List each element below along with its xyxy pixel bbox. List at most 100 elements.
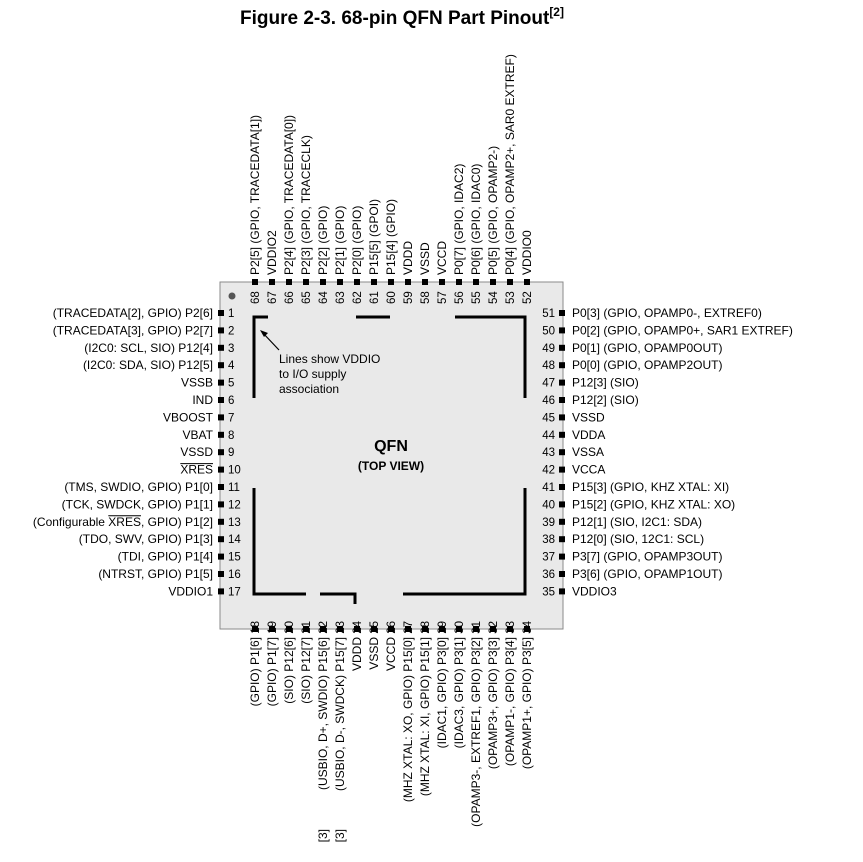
pin-label: VBAT <box>183 428 214 442</box>
vddio0-line <box>455 315 527 398</box>
pin-pad <box>559 536 565 543</box>
pin-pad <box>218 536 224 543</box>
pin-number: 36 <box>542 569 555 581</box>
pin-pad <box>269 279 275 285</box>
pin-number: 30 <box>454 621 466 634</box>
pin-label: (TMS, SWDIO, GPIO) P1[0] <box>64 480 213 494</box>
pin-label: VDDD <box>350 637 364 671</box>
pin-number: 23 <box>335 621 347 634</box>
chip-sublabel: (TOP VIEW) <box>358 459 424 473</box>
pin-31: 31(OPAMP3-, EXTREF1, GPIO) P3[2] <box>469 621 483 827</box>
pin-pad <box>388 279 394 285</box>
pin-15: 15(TDI, GPIO) P1[4] <box>118 550 241 564</box>
pin-number: 17 <box>228 586 241 598</box>
pin-number: 14 <box>228 534 241 546</box>
annotation-arrowhead <box>260 330 268 337</box>
pin-number: 46 <box>542 395 555 407</box>
left-pins: 1(TRACEDATA[2], GPIO) P2[6]2(TRACEDATA[3… <box>33 306 241 598</box>
pin-number: 56 <box>454 291 466 304</box>
pin-label: VBOOST <box>163 410 214 424</box>
pin-pad <box>559 414 565 421</box>
pin-18: 18(GPIO) P1[6] <box>248 621 262 706</box>
pin-number: 9 <box>228 447 234 459</box>
pin-label: (IDAC1, GPIO) P3[0] <box>435 637 449 748</box>
pin-pad <box>439 279 445 285</box>
pin-pad <box>218 553 224 560</box>
pin-pad <box>490 626 496 632</box>
pin-32: 32(OPAMP3+, GPIO) P3[3] <box>486 621 500 769</box>
pin-number: 1 <box>228 308 234 320</box>
pin-1: 1(TRACEDATA[2], GPIO) P2[6] <box>53 306 235 320</box>
pin-number: 39 <box>542 517 555 529</box>
pin-label: (TRACEDATA[3], GPIO) P2[7] <box>53 323 213 337</box>
pin-number: 6 <box>228 395 234 407</box>
pin-pad <box>337 279 343 285</box>
pin-number: 48 <box>542 360 555 372</box>
pin-label: P3[7] (GPIO, OPAMP3OUT) <box>572 550 722 564</box>
vddio2-line <box>252 315 268 398</box>
pin-pad <box>337 626 343 632</box>
pin-pad <box>559 327 565 334</box>
pin-4: 4(I2C0: SDA, SIO) P12[5] <box>83 358 235 372</box>
pin-pad <box>218 431 224 438</box>
pin-pad <box>473 279 479 285</box>
pin-pad <box>218 379 224 386</box>
pin-pad <box>286 279 292 285</box>
annotation-callout: Lines show VDDIO to I/O supply associati… <box>260 330 380 396</box>
pin-pad <box>456 279 462 285</box>
pin-label: (OPAMP1-, GPIO) P3[4] <box>503 637 517 766</box>
pin-pad <box>303 279 309 285</box>
pin-label: P2[5] (GPIO, TRACEDATA[1]) <box>248 115 262 275</box>
pin-pad <box>252 279 258 285</box>
pin-number: 40 <box>542 499 555 511</box>
pin-number: 53 <box>505 291 517 304</box>
pin-pad <box>422 279 428 285</box>
pin-label: (SIO) P12[6] <box>282 637 296 704</box>
pin-number: 50 <box>542 325 555 337</box>
pin-pad <box>559 571 565 577</box>
pin-number: 63 <box>335 291 347 304</box>
pin-3: 3(I2C0: SCL, SIO) P12[4] <box>84 341 234 355</box>
pin-number: 12 <box>228 499 241 511</box>
pin-label: VCCA <box>572 463 605 477</box>
pin-number: 55 <box>471 291 483 304</box>
pin-pad <box>559 379 565 386</box>
pin-pad <box>559 344 565 351</box>
pin-label: (MHZ XTAL: XI, GPIO) P15[1] <box>418 637 432 796</box>
pin-number: 5 <box>228 378 234 390</box>
pin-pad <box>559 588 565 595</box>
pin-pad <box>456 626 462 632</box>
pin-number: 44 <box>542 430 555 442</box>
pin-number: 60 <box>386 291 398 304</box>
pin-label: VSSD <box>180 445 213 459</box>
pin-label: P0[5] (GPIO, OPAMP2-) <box>486 146 500 275</box>
pin-label: P0[2] (GPIO, OPAMP0+, SAR1 EXTREF) <box>572 323 793 337</box>
vddio1-line-tail <box>320 592 357 604</box>
vddio1-line <box>252 488 306 596</box>
pin-label: P12[2] (SIO) <box>572 393 639 407</box>
pin-label: (Configurable XRES, GPIO) P1[2] <box>33 515 213 529</box>
pin-number: 58 <box>420 291 432 304</box>
pin-number: 61 <box>369 291 381 304</box>
vddio-association-lines <box>252 315 527 604</box>
pin-pad <box>490 279 496 285</box>
